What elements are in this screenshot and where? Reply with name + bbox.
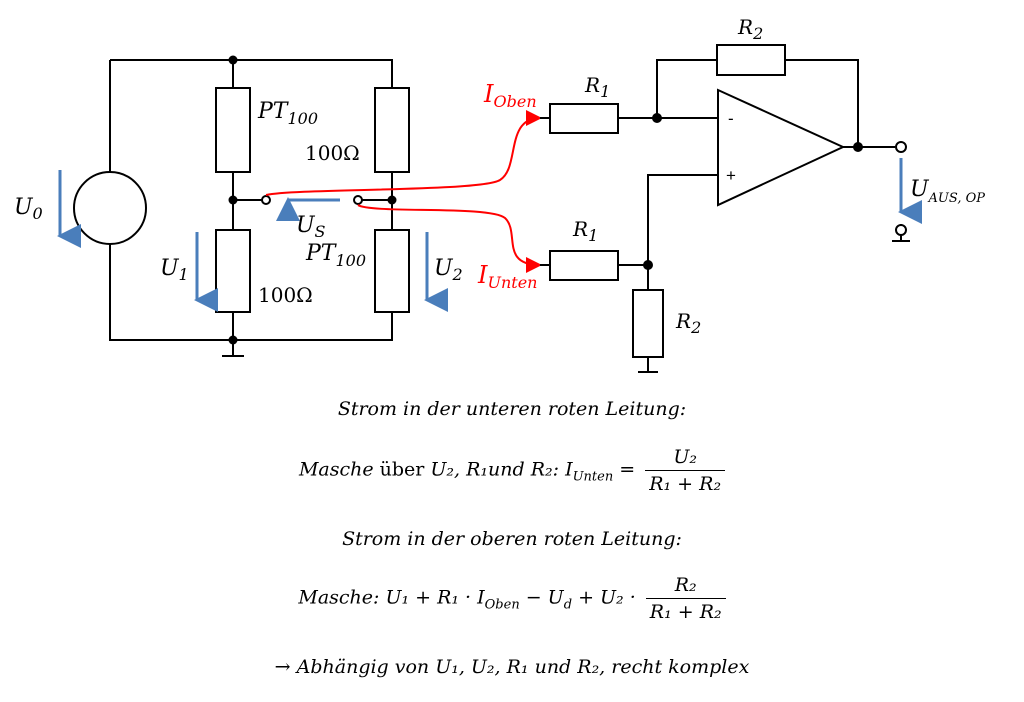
u1-label: U1 bbox=[160, 256, 189, 284]
r100-top-resistor bbox=[374, 87, 410, 173]
i-unten-label: IUnten bbox=[477, 261, 537, 292]
equation-line-3: Strom in der oberen roten Leitung: bbox=[342, 528, 682, 550]
circuit-diagram: U0 US U1 U2 PT100 100Ω PT100 100Ω IOben … bbox=[14, 15, 985, 373]
r2-bottom-label: R2 bbox=[675, 309, 701, 337]
pt100-bottom-resistor bbox=[374, 229, 410, 313]
i-unten-wire bbox=[357, 204, 542, 273]
output-terminal bbox=[895, 141, 907, 153]
equation-line-5: → Abhängig von U₁, U₂, R₁ und R₂, recht … bbox=[274, 656, 750, 678]
r1-top-label: R1 bbox=[584, 73, 610, 101]
r1-bottom-label: R1 bbox=[572, 217, 598, 245]
junction-dot bbox=[228, 195, 238, 205]
r1-top-resistor bbox=[549, 103, 619, 134]
output-ground-terminal bbox=[895, 224, 907, 236]
r100-top-label: 100Ω bbox=[305, 141, 360, 165]
junction-dot bbox=[652, 113, 662, 123]
r2-top-label: R2 bbox=[737, 15, 763, 43]
pt100-top-resistor bbox=[215, 87, 251, 173]
junction-dot bbox=[853, 142, 863, 152]
pt100-bottom-label: PT100 bbox=[305, 241, 366, 270]
voltage-source-u0 bbox=[73, 171, 147, 245]
us-terminal-left bbox=[261, 195, 271, 205]
i-oben-wire bbox=[265, 110, 542, 196]
r100-bottom-resistor bbox=[215, 229, 251, 313]
junction-dot bbox=[228, 335, 238, 345]
r2-feedback-resistor bbox=[716, 44, 786, 76]
opamp-minus: - bbox=[728, 109, 734, 128]
junction-dot bbox=[387, 195, 397, 205]
r100-bottom-label: 100Ω bbox=[258, 283, 313, 307]
junction-dot bbox=[643, 260, 653, 270]
equation-line-1: Strom in der unteren roten Leitung: bbox=[337, 398, 687, 420]
junction-dot bbox=[228, 55, 238, 65]
opamp-triangle bbox=[717, 88, 846, 207]
i-oben-label: IOben bbox=[483, 80, 537, 111]
us-terminal-right bbox=[353, 195, 363, 205]
r1-bottom-resistor bbox=[549, 250, 619, 281]
u0-label: U0 bbox=[14, 195, 43, 223]
us-label: US bbox=[296, 213, 326, 241]
opamp-plus: + bbox=[726, 166, 736, 185]
pt100-top-label: PT100 bbox=[257, 99, 318, 128]
r2-ground-resistor bbox=[632, 289, 664, 358]
uaus-label: UAUS, OP bbox=[910, 177, 985, 206]
u2-label: U2 bbox=[434, 256, 463, 284]
